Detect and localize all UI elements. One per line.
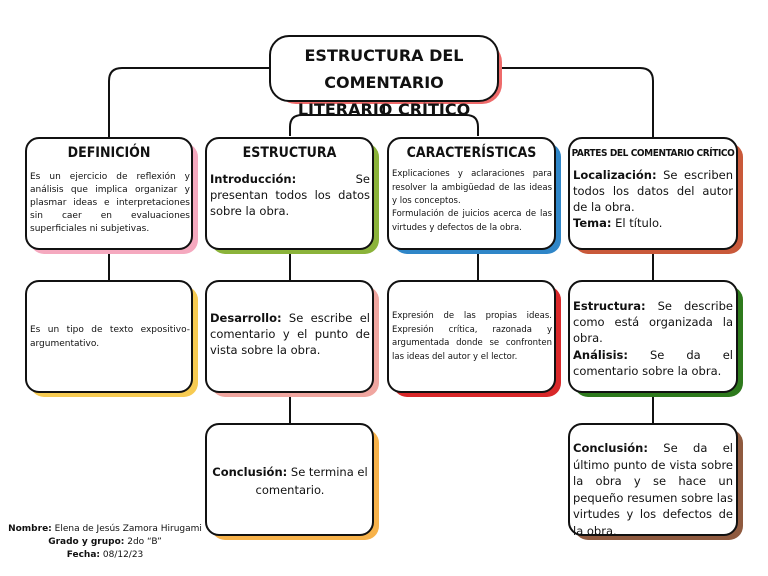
expresion-text: Expresión de las propias ideas. Expresió… <box>392 311 552 362</box>
tema-text: Tema: El título. <box>573 215 733 231</box>
conclusion-box: Conclusión: Se termina el comentario. <box>205 423 374 536</box>
localizacion-label: Localización: <box>573 168 657 182</box>
title-line-2: LITERARIO CRÍTICO <box>297 100 471 119</box>
estructura-analisis-box: Estructura: Se describe como está organi… <box>568 280 738 393</box>
introduccion-desc: Se presentan todos los datos sobre la ob… <box>210 172 370 218</box>
conclusion-label: Conclusión: <box>212 465 288 479</box>
partes-heading: PARTES DEL COMENTARIO CRÍTICO <box>571 148 735 159</box>
footer-grado: Grado y grupo: 2do “B” <box>0 536 210 549</box>
desarrollo-box: Desarrollo: Se escribe el comentario y e… <box>205 280 374 393</box>
footer-nombre-value: Elena de Jesús Zamora Hirugami <box>51 524 202 534</box>
estructura-part-desc: Se describe como está organizada la obra… <box>573 299 733 345</box>
expresion-box: Expresión de las propias ideas. Expresió… <box>387 280 556 393</box>
footer-nombre-label: Nombre: <box>8 524 52 534</box>
introduccion-box: ESTRUCTURA Introducción: Se presentan to… <box>205 137 374 250</box>
footer-nombre: Nombre: Elena de Jesús Zamora Hirugami <box>0 523 210 536</box>
footer-grado-label: Grado y grupo: <box>48 537 125 547</box>
analisis-desc: Se da el comentario sobre la obra. <box>573 348 733 378</box>
conclusion-partes-text: Conclusión: Se da el último punto de vis… <box>573 440 733 539</box>
localizacion-desc: Se escriben todos los datos del autor de… <box>573 168 733 214</box>
caracteristicas-text-2: Formulación de juicios acerca de las vir… <box>392 209 552 233</box>
connector-center <box>289 103 479 136</box>
estructura-part-text: Estructura: Se describe como está organi… <box>573 298 733 346</box>
conclusion-desc: Se termina el comentario. <box>255 465 368 497</box>
conclusion-partes-desc: Se da el último punto de vista sobre la … <box>573 441 733 538</box>
definicion-text: Es un ejercicio de reflexión y análisis … <box>30 172 190 234</box>
footer-grado-value: 2do “B” <box>124 537 162 547</box>
caracteristicas-text-1: Explicaciones y aclaraciones para resolv… <box>392 169 552 206</box>
tipo-texto-text: Es un tipo de texto expositivo-argumenta… <box>30 325 190 349</box>
footer-fecha-value: 08/12/23 <box>100 550 144 560</box>
analisis-label: Análisis: <box>573 348 628 362</box>
localizacion-text: Localización: Se escriben todos los dato… <box>573 167 733 215</box>
footer-fecha: Fecha: 08/12/23 <box>0 549 210 562</box>
conclusion-partes-box: Conclusión: Se da el último punto de vis… <box>568 423 738 539</box>
estructura-heading: ESTRUCTURA <box>242 145 337 161</box>
connector-left <box>108 67 271 138</box>
conclusion-partes-label: Conclusión: <box>573 441 648 455</box>
partes-box: PARTES DEL COMENTARIO CRÍTICO Localizaci… <box>568 137 738 250</box>
introduccion-label: Introducción: <box>210 172 297 186</box>
caracteristicas-heading: CARACTERÍSTICAS <box>406 145 537 161</box>
footer: Nombre: Elena de Jesús Zamora Hirugami G… <box>0 523 210 562</box>
tipo-texto-box: Es un tipo de texto expositivo-argumenta… <box>25 280 193 393</box>
definicion-heading: DEFINICIÓN <box>67 145 151 161</box>
conclusion-text: Conclusión: Se termina el comentario. <box>211 463 369 499</box>
tema-desc: El título. <box>611 216 663 230</box>
tema-label: Tema: <box>573 216 612 230</box>
desarrollo-desc: Se escribe el comentario y el punto de v… <box>210 311 370 357</box>
caracteristicas-box: CARACTERÍSTICAS Explicaciones y aclaraci… <box>387 137 556 250</box>
footer-fecha-label: Fecha: <box>66 550 100 560</box>
title-box: ESTRUCTURA DEL COMENTARIO LITERARIO CRÍT… <box>269 35 499 119</box>
analisis-text: Análisis: Se da el comentario sobre la o… <box>573 347 733 379</box>
definicion-box: DEFINICIÓN Es un ejercicio de reflexión … <box>25 137 193 250</box>
title-line-1: ESTRUCTURA DEL COMENTARIO <box>304 46 464 92</box>
introduccion-text: Introducción: Se presentan todos los dat… <box>210 171 370 219</box>
desarrollo-label: Desarrollo: <box>210 311 282 325</box>
estructura-part-label: Estructura: <box>573 299 646 313</box>
desarrollo-text: Desarrollo: Se escribe el comentario y e… <box>210 310 370 358</box>
connector-right <box>498 67 654 138</box>
